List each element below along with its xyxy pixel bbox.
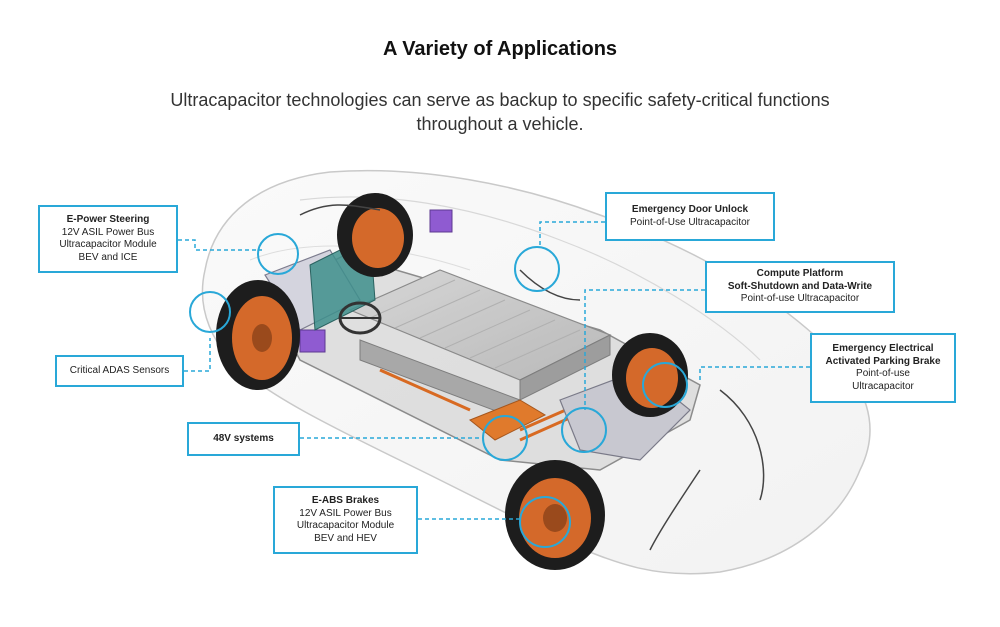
callout-line: Point-of-use Ultracapacitor xyxy=(740,293,860,305)
callout-line: 12V ASIL Power Bus xyxy=(299,507,392,519)
highlight-abs xyxy=(519,496,571,548)
callout-title: Emergency Door Unlock xyxy=(631,204,749,215)
page-title: A Variety of Applications xyxy=(382,38,618,60)
highlight-parking-brake xyxy=(642,362,688,408)
callout-line: 12V ASIL Power Bus xyxy=(61,226,155,238)
callout-e-power-steering: E-Power Steering 12V ASIL Power Bus Ultr… xyxy=(38,205,178,273)
hv-modules xyxy=(469,399,547,441)
wheel-front-right xyxy=(337,193,413,277)
callout-title: E-ABS Brakes xyxy=(311,495,380,506)
wheel-front-left xyxy=(216,280,300,390)
highlight-48v xyxy=(482,415,528,461)
callout-compute-platform: Compute Platform Soft-Shutdown and Data-… xyxy=(705,261,895,313)
callout-line: Point-of-Use Ultracapacitor xyxy=(629,216,751,228)
callout-title: Activated Parking Brake xyxy=(825,355,941,367)
highlight-adas xyxy=(189,291,231,333)
highlight-circles xyxy=(189,233,688,548)
callout-title: Critical ADAS Sensors xyxy=(69,364,170,376)
callout-title: Compute Platform xyxy=(756,268,844,280)
callout-line: Ultracapacitor xyxy=(852,380,914,392)
page-subtitle: Ultracapacitor technologies can serve as… xyxy=(170,90,830,134)
highlight-door-unlock xyxy=(514,246,560,292)
callout-line: Ultracapacitor Module xyxy=(59,239,157,250)
callout-line: BEV and ICE xyxy=(78,251,138,263)
callout-critical-adas: Critical ADAS Sensors xyxy=(55,355,184,387)
callout-line: BEV and HEV xyxy=(314,532,377,544)
leader-lines xyxy=(178,221,810,520)
callout-title: E-Power Steering xyxy=(66,214,150,225)
callout-title: 48V systems xyxy=(213,432,274,444)
callout-title: Soft-Shutdown and Data-Write xyxy=(727,280,873,292)
highlight-compute xyxy=(561,407,607,453)
callout-emergency-door-unlock: Emergency Door Unlock Point-of-Use Ultra… xyxy=(605,192,775,241)
callout-line: Point-of-use xyxy=(856,368,910,379)
callout-48v-systems: 48V systems xyxy=(187,422,300,456)
callout-parking-brake: Emergency Electrical Activated Parking B… xyxy=(810,333,956,403)
callout-line: Ultracapacitor Module xyxy=(296,520,395,531)
highlight-steering xyxy=(257,233,299,275)
callout-e-abs-brakes: E-ABS Brakes 12V ASIL Power Bus Ultracap… xyxy=(273,486,418,554)
wiring-harness xyxy=(299,204,765,551)
callout-title: Emergency Electrical xyxy=(832,343,934,354)
